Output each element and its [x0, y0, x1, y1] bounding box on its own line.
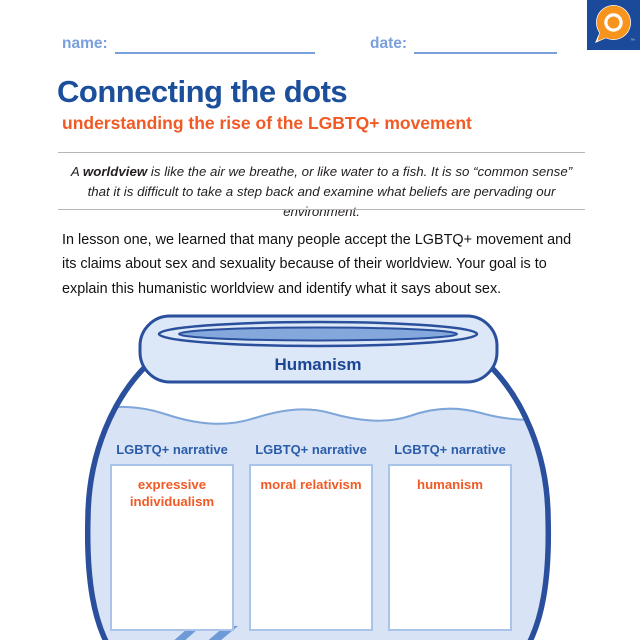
quote-prefix: A	[70, 164, 83, 179]
page-title: Connecting the dots	[57, 74, 348, 109]
date-label: date:	[370, 35, 408, 52]
quote-rest: is like the air we breathe, or like wate…	[87, 164, 573, 219]
narrative-column-2-header: LGBTQ+ narrative	[255, 442, 367, 457]
intro-paragraph: In lesson one, we learned that many peop…	[62, 232, 572, 297]
date-field: date:	[370, 35, 558, 54]
narrative-column-3: LGBTQ+ narrative humanism	[388, 443, 512, 631]
date-input-line[interactable]	[414, 38, 558, 54]
name-field: name:	[62, 36, 315, 54]
narrative-column-3-writein-box[interactable]: humanism	[388, 464, 512, 631]
narrative-column-2-writein-box[interactable]: moral relativism	[249, 464, 373, 631]
worldview-quote: A worldview is like the air we breathe, …	[58, 162, 585, 222]
narrative-column-3-header: LGBTQ+ narrative	[394, 442, 506, 457]
quote-bold-term: worldview	[82, 164, 148, 179]
narrative-column-3-label: humanism	[417, 477, 483, 492]
divider-bottom	[58, 209, 585, 210]
narrative-column-2: LGBTQ+ narrative moral relativism	[249, 443, 373, 631]
narrative-column-1-header: LGBTQ+ narrative	[116, 442, 228, 457]
name-label: name:	[62, 35, 108, 52]
page-subtitle: understanding the rise of the LGBTQ+ mov…	[62, 113, 472, 133]
logo-trademark: ™	[630, 38, 635, 44]
brand-logo: ™	[587, 0, 640, 50]
bowl-opening	[178, 326, 458, 342]
lid-label: Humanism	[275, 355, 362, 374]
narrative-column-1-label: expressive individualism	[129, 477, 215, 509]
bowl-outline	[84, 359, 552, 640]
q-speech-bubble-icon: ™	[587, 0, 640, 50]
name-input-line[interactable]	[114, 38, 315, 54]
narrative-column-1-writein-box[interactable]: expressive individualism	[110, 464, 234, 631]
divider-top	[58, 152, 585, 153]
bowl-lid: Humanism	[138, 314, 499, 384]
water-surface-wave	[87, 406, 549, 425]
narrative-column-2-label: moral relativism	[260, 477, 362, 492]
narrative-column-1: LGBTQ+ narrative expressive individualis…	[110, 443, 234, 631]
fish-tail-icon	[197, 626, 238, 640]
